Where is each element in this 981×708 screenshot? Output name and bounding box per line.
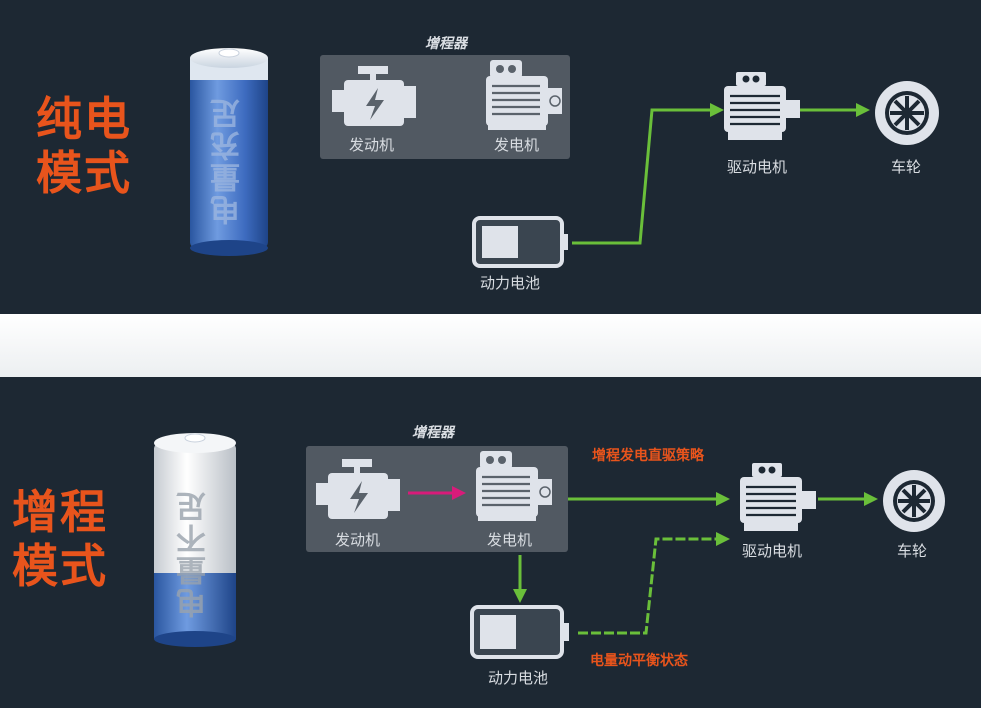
wheel-icon [880,467,948,535]
mode-title-line1: 纯电 [36,92,132,146]
drive-motor-label: 驱动电机 [727,158,788,176]
drive-motor-icon [734,461,818,537]
engine-icon [328,60,420,132]
mode-title: 纯电 模式 [36,92,132,200]
drive-motor-label: 驱动电机 [742,542,803,560]
mode-title-line1: 增程 [12,485,108,539]
power-battery-label: 动力电池 [480,274,541,292]
battery-full-graphic [190,48,268,256]
arrow-motor-to-wheel-head [864,492,878,506]
balance-annotation: 电量动平衡状态 [590,653,688,669]
bottom-flow-arrows [408,486,878,635]
battery-full-icon: 电量充足 [188,46,270,258]
engine-label: 发动机 [335,531,381,549]
generator-icon [468,449,560,525]
wheel-icon [872,78,942,148]
mode-title: 增程 模式 [12,485,108,593]
battery-low-icon: 电量不足 [152,431,238,651]
wheel-label: 车轮 [897,542,928,560]
mode-title-line2: 模式 [12,539,108,593]
drive-motor-icon [718,70,802,146]
arrow-to-drive-motor-head [710,103,724,117]
engine-icon [312,453,404,525]
power-battery-icon [472,216,572,270]
generator-icon [478,58,570,134]
engine-label: 发动机 [349,136,395,154]
top-flow-arrows [572,103,870,245]
power-battery-label: 动力电池 [488,669,549,687]
generator-label: 发电机 [494,136,540,154]
generator-label: 发电机 [487,531,533,549]
battery-low-graphic [154,433,236,647]
arrow-generator-to-motor-head [716,492,730,506]
arrow-to-wheel-head [856,103,870,117]
arrow-battery-to-motor-head [716,532,730,546]
strategy-annotation: 增程发电直驱策略 [592,448,704,464]
wheel-label: 车轮 [891,158,922,176]
range-extended-mode-panel: 增程 模式 电量不足 [0,377,981,708]
power-battery-icon [470,605,574,661]
pure-electric-mode-panel: 纯电 模式 电量充足 [0,0,981,314]
arrow-engine-to-generator-head [452,486,466,500]
mode-title-line2: 模式 [36,146,132,200]
range-extender-title: 增程器 [412,425,454,441]
arrow-generator-to-battery-head [513,589,527,603]
panel-separator [0,314,981,377]
range-extender-title: 增程器 [425,36,467,52]
